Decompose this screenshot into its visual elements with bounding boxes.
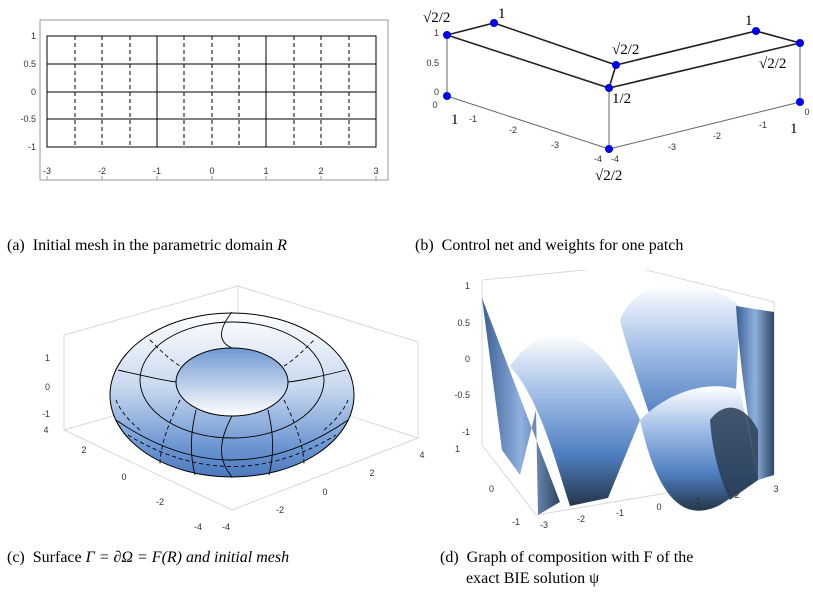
c-xtick: -4 bbox=[222, 522, 230, 532]
a-xtick: -2 bbox=[98, 166, 106, 176]
c-ytick: -2 bbox=[156, 497, 164, 507]
a-xtick: 2 bbox=[318, 166, 323, 176]
panel-d: 1 0.5 0 -0.5 -1 1 0 -1 -3 -2 -1 0 1 2 3 bbox=[440, 263, 813, 538]
d-ztick: 1 bbox=[465, 281, 470, 291]
d-xtick: 1 bbox=[695, 496, 700, 506]
c-ztick: 1 bbox=[45, 353, 50, 363]
a-xtick: 3 bbox=[373, 166, 378, 176]
control-point bbox=[443, 92, 451, 100]
caption-c: (c) Surface Γ = ∂Ω = F(R) and initial me… bbox=[7, 548, 289, 567]
a-ytick: 0 bbox=[31, 87, 36, 97]
b-xtick: -1 bbox=[469, 114, 477, 124]
c-xtick: 0 bbox=[322, 487, 327, 497]
d-ztick: -0.5 bbox=[454, 390, 470, 400]
d-xtick: -1 bbox=[616, 508, 624, 518]
d-xtick: -2 bbox=[577, 514, 585, 524]
c-xtick: -2 bbox=[276, 505, 284, 515]
panel-d-svg: 1 0.5 0 -0.5 -1 1 0 -1 -3 -2 -1 0 1 2 3 bbox=[454, 263, 779, 530]
c-ztick: -1 bbox=[42, 409, 50, 419]
weight-label: √2/2 bbox=[423, 10, 450, 26]
b-ztick: 1 bbox=[434, 28, 439, 38]
a-xtick: 0 bbox=[209, 166, 214, 176]
caption-text: exact BIE solution ψ bbox=[466, 570, 600, 587]
weight-label: 1/2 bbox=[612, 91, 631, 107]
panel-b: √2/2 1 √2/2 1 √2/2 1/2 1 1 √2/2 1 0.5 0 … bbox=[405, 0, 813, 200]
d-ytick: 1 bbox=[455, 444, 460, 454]
weight-label: 1 bbox=[790, 121, 798, 137]
control-point bbox=[796, 98, 804, 106]
a-ytick: 0.5 bbox=[23, 59, 36, 69]
b-ytick: -2 bbox=[713, 131, 721, 141]
weight-label: √2/2 bbox=[595, 168, 622, 184]
caption-d-line2: exact BIE solution ψ bbox=[466, 569, 599, 588]
b-ytick: -1 bbox=[759, 120, 767, 130]
d-ytick: 0 bbox=[489, 484, 494, 494]
a-ytick: -1 bbox=[28, 142, 36, 152]
b-ytick: 0 bbox=[804, 107, 809, 117]
caption-text: Graph of composition with F of the bbox=[466, 549, 694, 566]
d-xtick: 2 bbox=[734, 490, 739, 500]
panel-c-svg: 1 0 -1 4 2 0 -2 -4 -4 -2 0 2 4 bbox=[42, 285, 425, 532]
caption-tag: (a) bbox=[7, 237, 25, 254]
panel-b-svg: √2/2 1 √2/2 1 √2/2 1/2 1 1 √2/2 1 0.5 0 … bbox=[423, 6, 810, 184]
c-xtick: 2 bbox=[369, 468, 374, 478]
b-xtick: -3 bbox=[551, 140, 559, 150]
control-point bbox=[490, 19, 498, 27]
caption-text: Control net and weights for one patch bbox=[441, 237, 684, 254]
control-point bbox=[605, 84, 613, 92]
panel-a-svg: -3 -2 -1 0 1 2 3 1 0.5 0 -0.5 -1 bbox=[20, 19, 389, 181]
caption-tag: (d) bbox=[440, 549, 459, 566]
weight-label: 1 bbox=[745, 13, 753, 29]
a-xtick: 1 bbox=[263, 166, 268, 176]
d-ztick: -1 bbox=[462, 427, 470, 437]
a-xtick: -1 bbox=[153, 166, 161, 176]
caption-text: Surface bbox=[32, 549, 82, 566]
weight-label: 1 bbox=[451, 112, 459, 128]
d-ztick: 0 bbox=[465, 354, 470, 364]
b-xtick: -2 bbox=[509, 125, 517, 135]
caption-b: (b) Control net and weights for one patc… bbox=[415, 236, 683, 255]
d-xtick: -3 bbox=[540, 520, 548, 530]
b-ztick: 0.5 bbox=[426, 58, 439, 68]
a-ytick: -0.5 bbox=[20, 114, 36, 124]
caption-tag: (b) bbox=[415, 237, 434, 254]
a-ytick: 1 bbox=[31, 31, 36, 41]
b-ytick: -3 bbox=[668, 142, 676, 152]
b-xtick: 0 bbox=[432, 100, 437, 110]
b-ztick: 0 bbox=[434, 87, 439, 97]
panel-c: 1 0 -1 4 2 0 -2 -4 -4 -2 0 2 4 bbox=[0, 270, 440, 540]
panel-a: -3 -2 -1 0 1 2 3 1 0.5 0 -0.5 -1 bbox=[0, 0, 400, 200]
control-point bbox=[796, 39, 804, 47]
caption-text: Initial mesh in the parametric domain bbox=[32, 237, 274, 254]
c-ztick: 0 bbox=[45, 382, 50, 392]
d-ztick: 0.5 bbox=[457, 318, 470, 328]
d-xtick: 0 bbox=[656, 502, 661, 512]
caption-symbol: R bbox=[277, 237, 287, 254]
c-ytick: 2 bbox=[81, 445, 86, 455]
c-xtick: 4 bbox=[419, 450, 424, 460]
c-ytick: 0 bbox=[121, 472, 126, 482]
control-point bbox=[612, 61, 620, 69]
a-xtick: -3 bbox=[43, 166, 51, 176]
caption-formula: Γ = ∂Ω = F(R) and initial mesh bbox=[85, 549, 290, 566]
control-point bbox=[443, 31, 451, 39]
weight-label: √2/2 bbox=[612, 42, 639, 58]
c-ytick: -4 bbox=[194, 522, 202, 532]
caption-d: (d) Graph of composition with F of the bbox=[440, 548, 693, 567]
weight-label: √2/2 bbox=[759, 56, 786, 72]
control-point bbox=[752, 27, 760, 35]
b-xtick: -4 bbox=[594, 154, 602, 164]
caption-tag: (c) bbox=[7, 549, 25, 566]
b-ytick: -4 bbox=[611, 154, 619, 164]
caption-a: (a) Initial mesh in the parametric domai… bbox=[7, 236, 287, 255]
d-xtick: 3 bbox=[773, 484, 778, 494]
c-ytick: 4 bbox=[43, 425, 48, 435]
control-point bbox=[605, 145, 613, 153]
weight-label: 1 bbox=[498, 6, 506, 22]
d-ytick: -1 bbox=[512, 517, 520, 527]
